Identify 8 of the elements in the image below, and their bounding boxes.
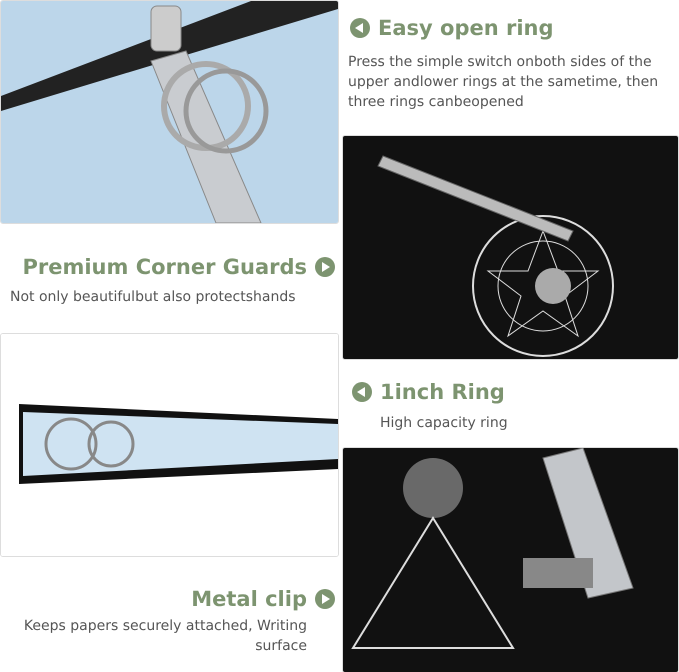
feature-heading: Premium Corner Guards [22,255,307,279]
feature-heading: 1inch Ring [380,380,505,404]
feature-description: High capacity ring [380,414,509,433]
feature-description: Press the simple switch onboth sides of the upper andlower rings at the sametime, then three rings canbeopened [348,53,660,112]
feature-description: Keeps papers securely attached, Writing surface [22,617,307,656]
feature-description: Not only beautifulbut also protectshands [10,288,297,307]
feature-heading: Easy open ring [378,16,554,40]
feature-heading: Metal clip [191,587,307,611]
